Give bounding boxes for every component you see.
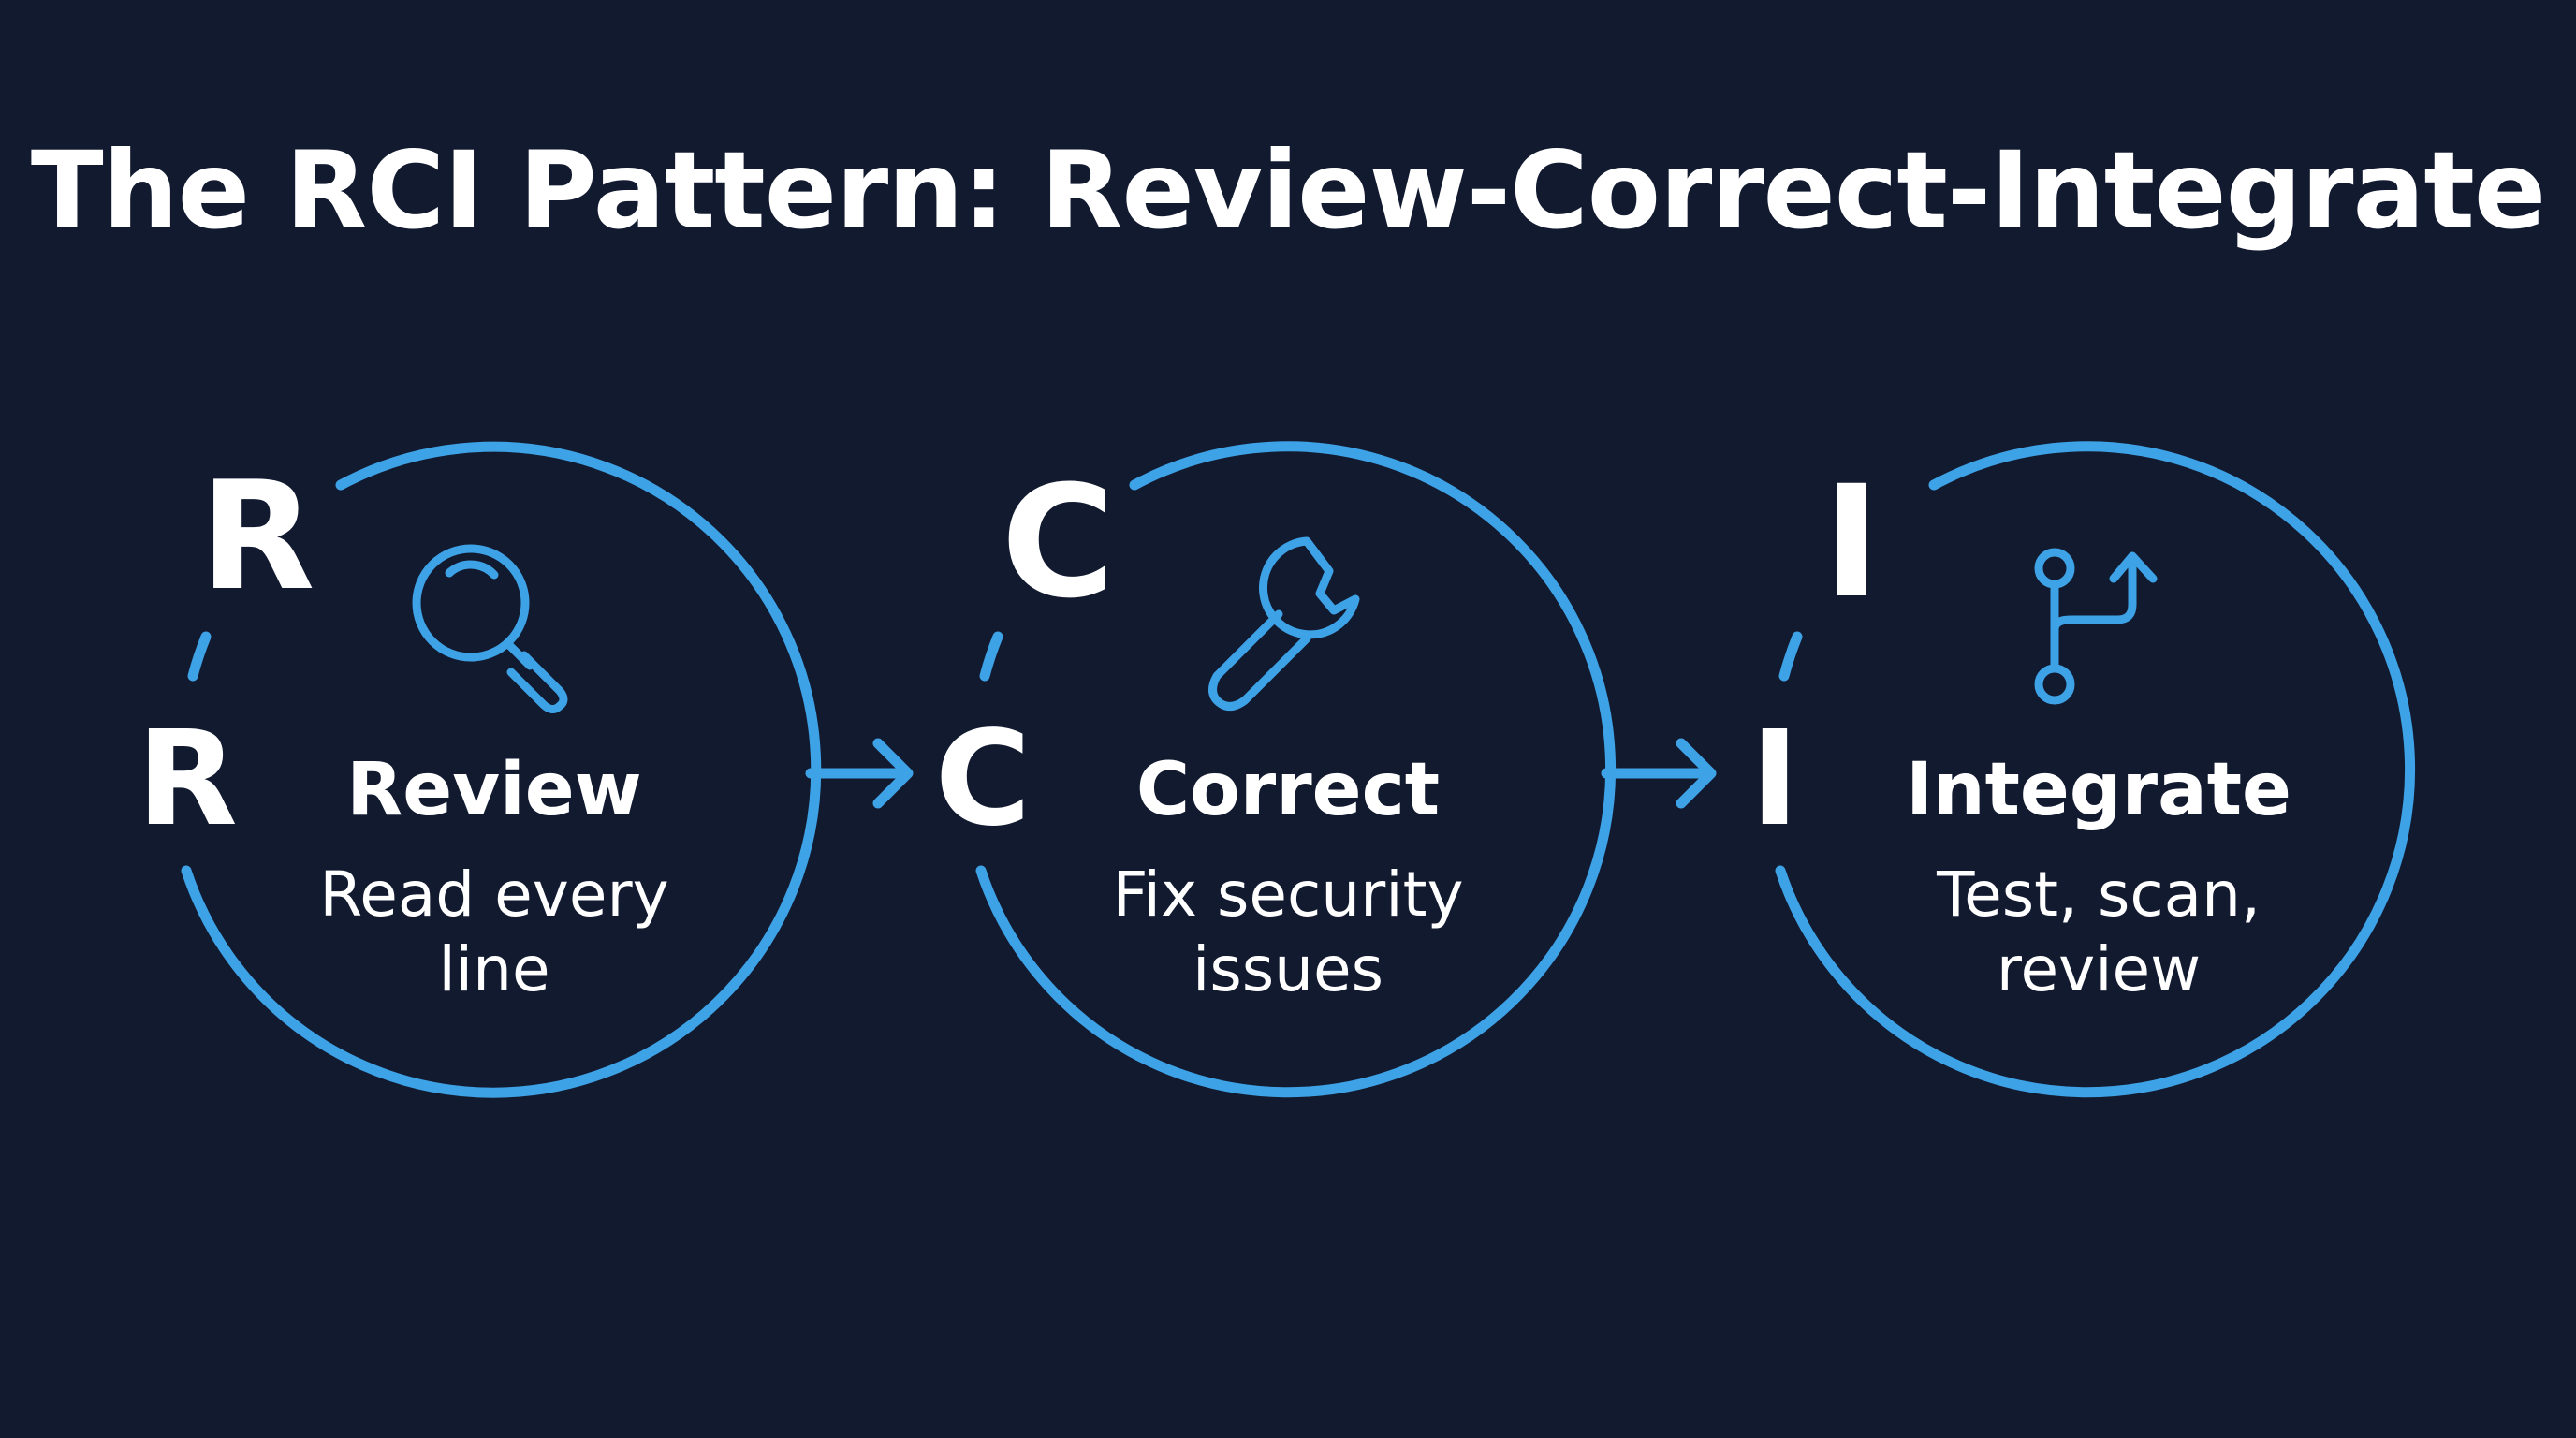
integrate-ring <box>1775 441 2416 1098</box>
review-letter-top: R <box>199 448 315 624</box>
step-review: R R Review Read every line <box>137 441 822 1098</box>
arrow-correct-to-integrate <box>1601 738 1717 809</box>
correct-desc-line1: Fix security <box>1112 858 1463 931</box>
review-desc-line2: line <box>438 933 549 1005</box>
integrate-title: Integrate <box>1906 748 2291 832</box>
review-letter-side: R <box>137 703 238 856</box>
wrench-icon <box>1208 536 1360 711</box>
step-integrate: I I Integrate Test, scan, review <box>1750 441 2416 1098</box>
integrate-desc-line2: review <box>1997 933 2201 1005</box>
integrate-letter-side: I <box>1750 703 1799 856</box>
integrate-ring-dash <box>1778 631 1803 682</box>
integrate-desc-line1: Test, scan, <box>1936 858 2261 931</box>
correct-ring <box>975 441 1617 1098</box>
magnifying-glass-icon <box>412 544 568 713</box>
review-ring <box>181 441 822 1098</box>
git-branch-icon <box>2034 548 2158 705</box>
correct-letter-side: C <box>935 703 1032 856</box>
page-title: The RCI Pattern: Review-Correct-Integrat… <box>30 128 2546 253</box>
correct-desc-line2: issues <box>1193 933 1383 1005</box>
step-correct: C C Correct Fix security issues <box>935 441 1617 1098</box>
review-ring-dash <box>187 631 212 682</box>
correct-ring-dash <box>979 631 1003 682</box>
integrate-letter-top: I <box>1822 452 1880 632</box>
review-title: Review <box>346 748 642 832</box>
correct-title: Correct <box>1136 748 1440 832</box>
correct-letter-top: C <box>1001 452 1114 632</box>
review-desc-line1: Read every <box>319 858 668 931</box>
arrow-review-to-correct <box>805 738 914 809</box>
